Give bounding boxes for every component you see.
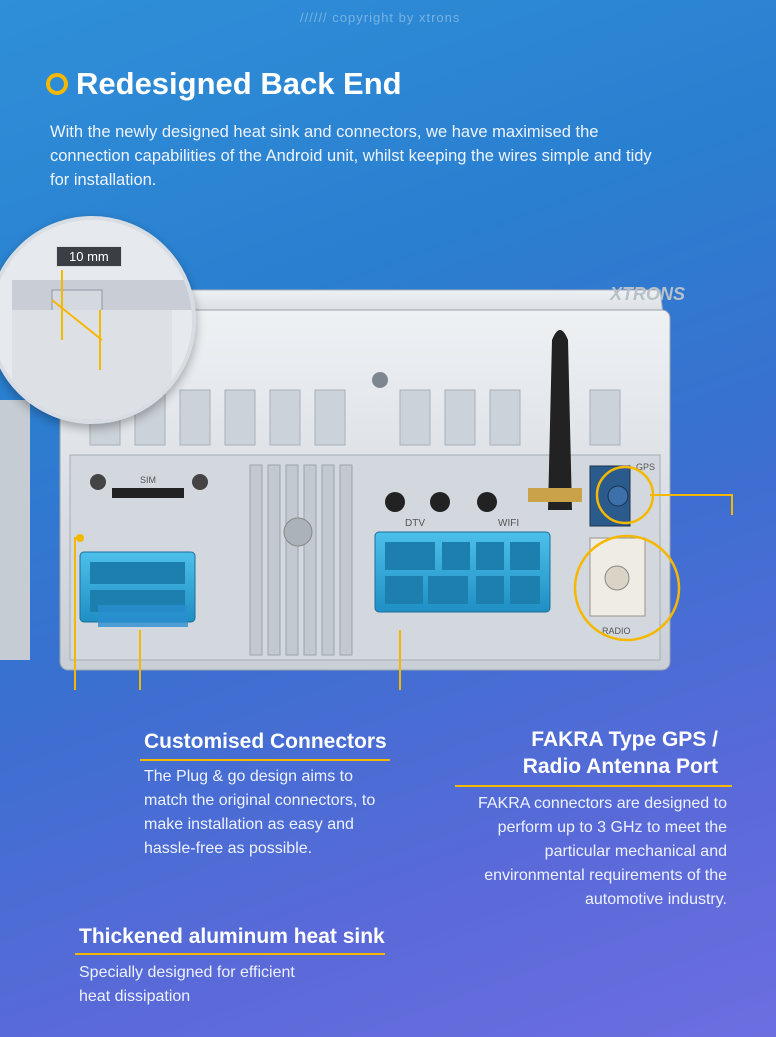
section-header: Redesigned Back End [46, 66, 402, 102]
radio-label: RADIO [602, 626, 631, 636]
measurement-tag: 10 mm [56, 246, 122, 267]
fakra-text: FAKRA connectors are designed to perform… [477, 795, 727, 908]
device-back-illustration: SIM DTV WIFI GPS RADIO XTRONS [0, 284, 733, 690]
fakra-title-line2: Radio Antenna Port [522, 755, 718, 778]
connectors-title: Customised Connectors [144, 730, 387, 753]
sim-label: SIM [140, 475, 156, 485]
gps-label: GPS [636, 462, 655, 472]
heatsink-text: Specially designed for efficient heat di… [79, 964, 295, 1005]
heatsink-title: Thickened aluminum heat sink [79, 925, 385, 948]
bullet-icon [46, 73, 68, 95]
fakra-title-line1: FAKRA Type GPS / [531, 728, 718, 751]
watermark: ////// copyright by xtrons [300, 10, 461, 25]
page-title: Redesigned Back End [76, 66, 402, 101]
intro-text: With the newly designed heat sink and co… [50, 123, 652, 189]
connectors-text: The Plug & go design aims to match the o… [144, 768, 376, 857]
heatsink-underline [75, 953, 385, 955]
zoom-detail-illustration [0, 220, 192, 420]
fakra-underline [455, 785, 732, 787]
wifi-label: WIFI [498, 518, 519, 529]
dtv-label: DTV [405, 518, 425, 529]
connectors-underline [140, 759, 390, 761]
brand-logo: XTRONS [609, 284, 685, 304]
